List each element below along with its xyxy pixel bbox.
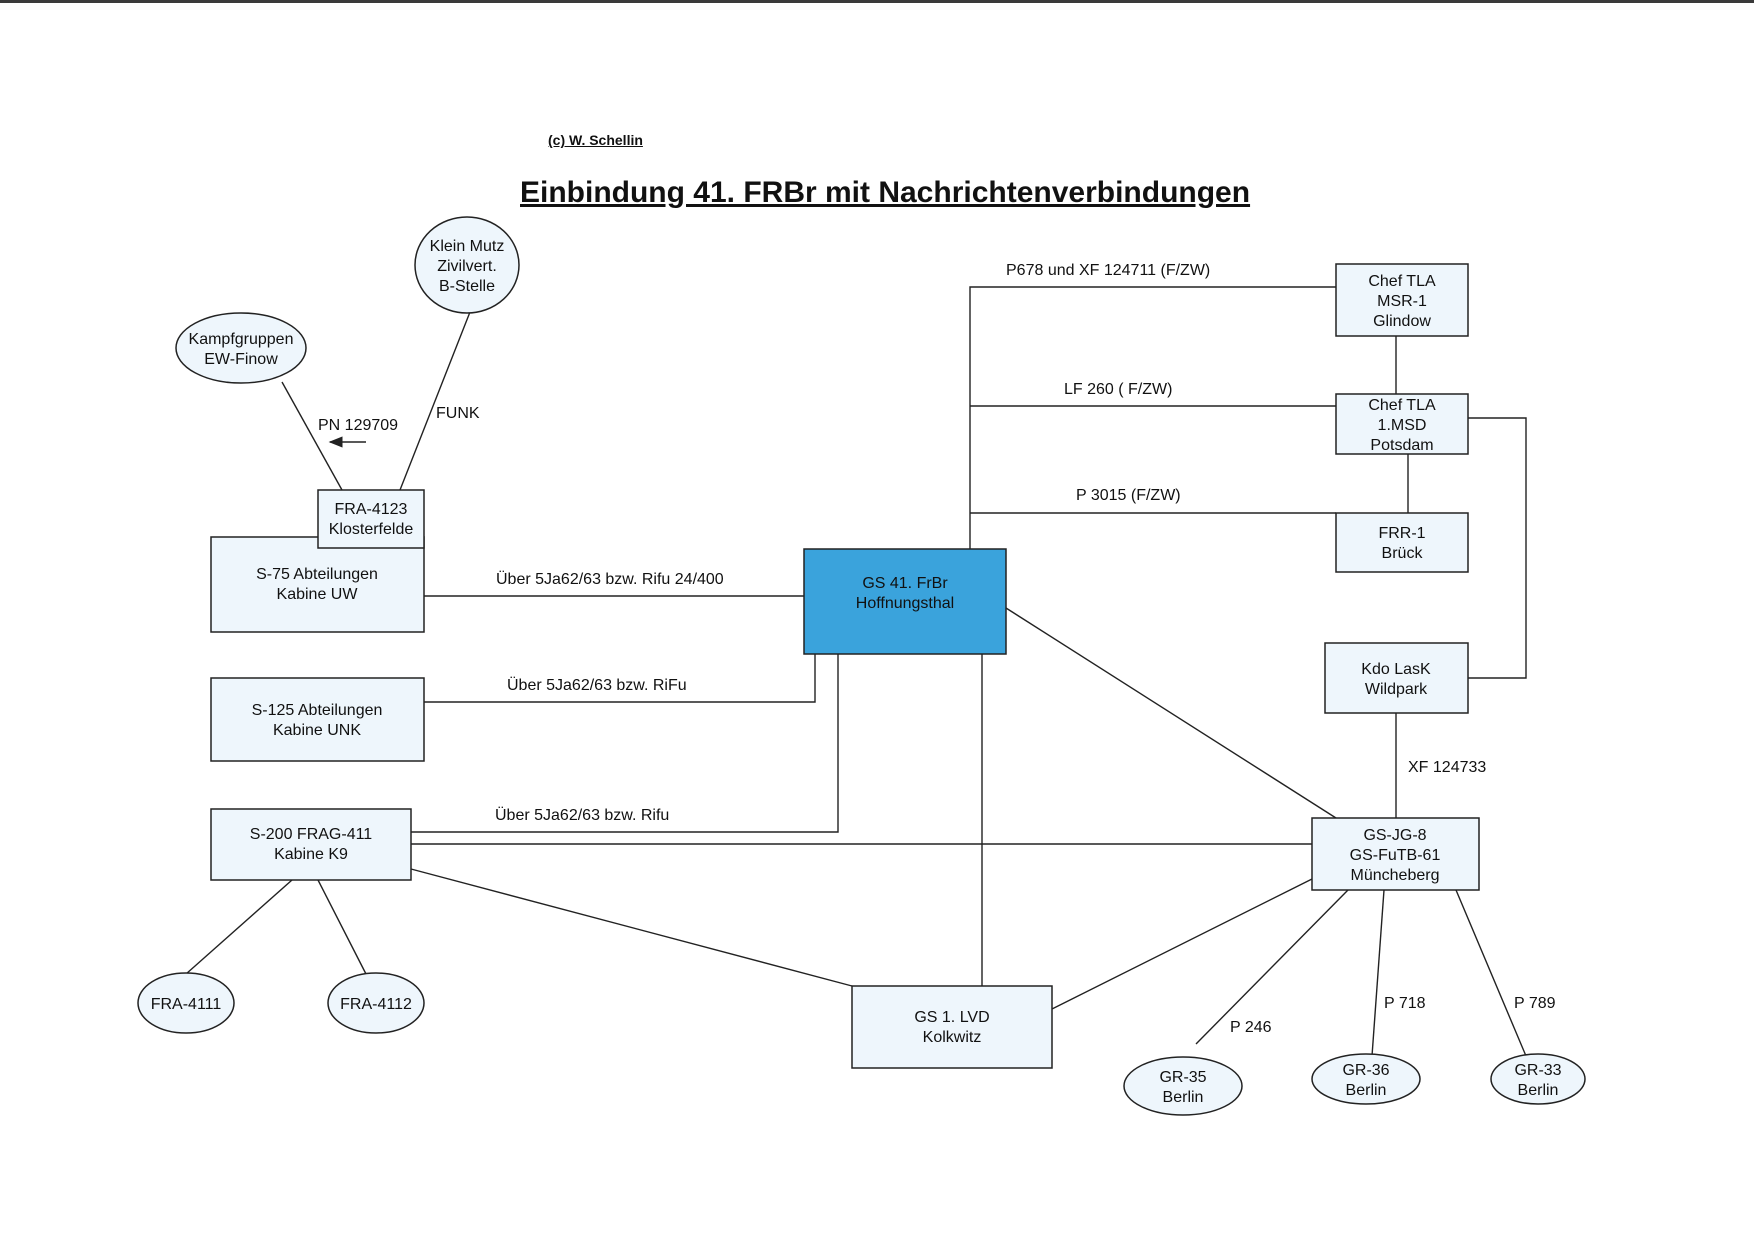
label-xf124733: XF 124733 — [1408, 759, 1486, 776]
node-gr35-line1: GR-35 — [1159, 1069, 1206, 1086]
node-kampfgruppen-line2: EW-Finow — [204, 351, 278, 368]
node-cheftla-msd-line3: Potsdam — [1370, 437, 1433, 454]
link-msd-kdolask — [1468, 417, 1527, 679]
label-s75-link: Über 5Ja62/63 bzw. Rifu 24/400 — [496, 570, 724, 588]
node-s125-line2: Kabine UNK — [273, 722, 361, 739]
node-gsjg8: GS-JG-8 GS-FuTB-61 Müncheberg — [1311, 817, 1480, 891]
node-gr35: GR-35 Berlin — [1123, 1056, 1243, 1116]
link-gs41-gsjg8 — [1005, 607, 1337, 819]
connection-labels: PN 129709 FUNK Über 5Ja62/63 bzw. Rifu 2… — [318, 262, 1556, 1036]
link-gs41-cheftla-msr — [969, 286, 1336, 549]
link-s200-fra4111 — [185, 879, 293, 975]
label-p246: P 246 — [1230, 1019, 1272, 1036]
node-gr33-line1: GR-33 — [1514, 1062, 1561, 1079]
node-s200: S-200 FRAG-411 Kabine K9 — [210, 808, 412, 881]
node-kampfgruppen: Kampfgruppen EW-Finow — [175, 312, 307, 384]
node-kdolask: Kdo LasK Wildpark — [1324, 642, 1469, 714]
node-fra4123-line2: Klosterfelde — [329, 521, 414, 538]
node-frr1-line2: Brück — [1382, 545, 1424, 562]
label-p789: P 789 — [1514, 995, 1556, 1012]
label-s200-link: Über 5Ja62/63 bzw. Rifu — [495, 806, 669, 824]
link-kampfgruppen-fra4123 — [281, 381, 343, 491]
node-cheftla-msr-line1: Chef TLA — [1368, 273, 1436, 290]
node-fra4112-line1: FRA-4112 — [340, 996, 412, 1013]
node-s125-line1: S-125 Abteilungen — [252, 702, 383, 719]
node-cheftla-msd: Chef TLA 1.MSD Potsdam — [1335, 393, 1469, 455]
node-gr36-line2: Berlin — [1346, 1082, 1387, 1099]
node-kleinmutz-line1: Klein Mutz — [430, 238, 505, 255]
label-pn: PN 129709 — [318, 417, 398, 434]
node-s125: S-125 Abteilungen Kabine UNK — [210, 677, 425, 762]
label-p678: P678 und XF 124711 (F/ZW) — [1006, 262, 1210, 279]
label-funk: FUNK — [436, 405, 480, 422]
link-s200-fra4112 — [317, 879, 367, 975]
node-gsjg8-line3: Müncheberg — [1351, 867, 1440, 884]
node-gsjg8-line1: GS-JG-8 — [1363, 827, 1426, 844]
node-s75: S-75 Abteilungen Kabine UW — [210, 536, 425, 633]
node-fra4123: FRA-4123 Klosterfelde — [317, 489, 425, 549]
node-fra4111-line1: FRA-4111 — [151, 996, 222, 1013]
node-gr33: GR-33 Berlin — [1490, 1053, 1586, 1105]
label-p718: P 718 — [1384, 995, 1426, 1012]
node-gs41-line2: Hoffnungsthal — [856, 595, 954, 612]
node-kampfgruppen-line1: Kampfgruppen — [189, 331, 294, 348]
node-kdolask-line1: Kdo LasK — [1361, 661, 1431, 678]
link-s200-gs1lvd — [410, 868, 853, 987]
node-gr33-line2: Berlin — [1518, 1082, 1559, 1099]
diagram-title: Einbindung 41. FRBr mit Nachrichtenverbi… — [520, 176, 1251, 209]
node-s200-line2: Kabine K9 — [274, 846, 348, 863]
node-gsjg8-line2: GS-FuTB-61 — [1350, 847, 1441, 864]
link-s200-gs41 — [411, 654, 839, 833]
node-kleinmutz-line2: Zivilvert. — [437, 258, 497, 275]
node-gr36-line1: GR-36 — [1342, 1062, 1389, 1079]
node-gs1lvd: GS 1. LVD Kolkwitz — [851, 985, 1053, 1069]
node-gs1lvd-line1: GS 1. LVD — [914, 1009, 989, 1026]
link-gsjg8-gr33 — [1455, 889, 1527, 1057]
node-cheftla-msd-line1: Chef TLA — [1368, 397, 1436, 414]
scan-edge — [0, 0, 1754, 3]
node-cheftla-msr: Chef TLA MSR-1 Glindow — [1335, 263, 1469, 337]
node-fra4123-line1: FRA-4123 — [335, 501, 408, 518]
node-frr1: FRR-1 Brück — [1335, 512, 1469, 573]
node-s200-line1: S-200 FRAG-411 — [250, 826, 373, 843]
connections — [185, 286, 1527, 1057]
label-s125-link: Über 5Ja62/63 bzw. RiFu — [507, 676, 687, 694]
node-kleinmutz-line3: B-Stelle — [439, 278, 495, 295]
label-lf260: LF 260 ( F/ZW) — [1064, 381, 1172, 398]
node-gs41-line1: GS 41. FrBr — [862, 575, 948, 592]
link-gsjg8-gr35 — [1195, 889, 1349, 1045]
node-frr1-line1: FRR-1 — [1378, 525, 1425, 542]
node-gs41: GS 41. FrBr Hoffnungsthal — [803, 548, 1007, 655]
node-gs1lvd-line2: Kolkwitz — [923, 1029, 982, 1046]
node-gr36: GR-36 Berlin — [1311, 1053, 1421, 1105]
node-kdolask-line2: Wildpark — [1365, 681, 1428, 698]
link-kleinmutz-fra4123 — [399, 311, 471, 491]
node-kleinmutz: Klein Mutz Zivilvert. B-Stelle — [414, 216, 520, 314]
node-fra4111: FRA-4111 — [137, 972, 235, 1034]
copyright-note: (c) W. Schellin — [548, 132, 643, 148]
label-p3015: P 3015 (F/ZW) — [1076, 487, 1181, 504]
node-fra4112: FRA-4112 — [327, 972, 425, 1034]
node-s75-line1: S-75 Abteilungen — [256, 566, 378, 583]
node-s75-line2: Kabine UW — [277, 586, 359, 603]
node-gr35-line2: Berlin — [1163, 1089, 1204, 1106]
link-s125-gs41 — [424, 654, 816, 703]
link-gsjg8-gr36 — [1371, 889, 1385, 1057]
node-cheftla-msr-line3: Glindow — [1373, 313, 1431, 330]
node-cheftla-msd-line2: 1.MSD — [1378, 417, 1427, 434]
node-cheftla-msr-line2: MSR-1 — [1377, 293, 1427, 310]
link-gs1lvd-gsjg8 — [1051, 878, 1313, 1010]
